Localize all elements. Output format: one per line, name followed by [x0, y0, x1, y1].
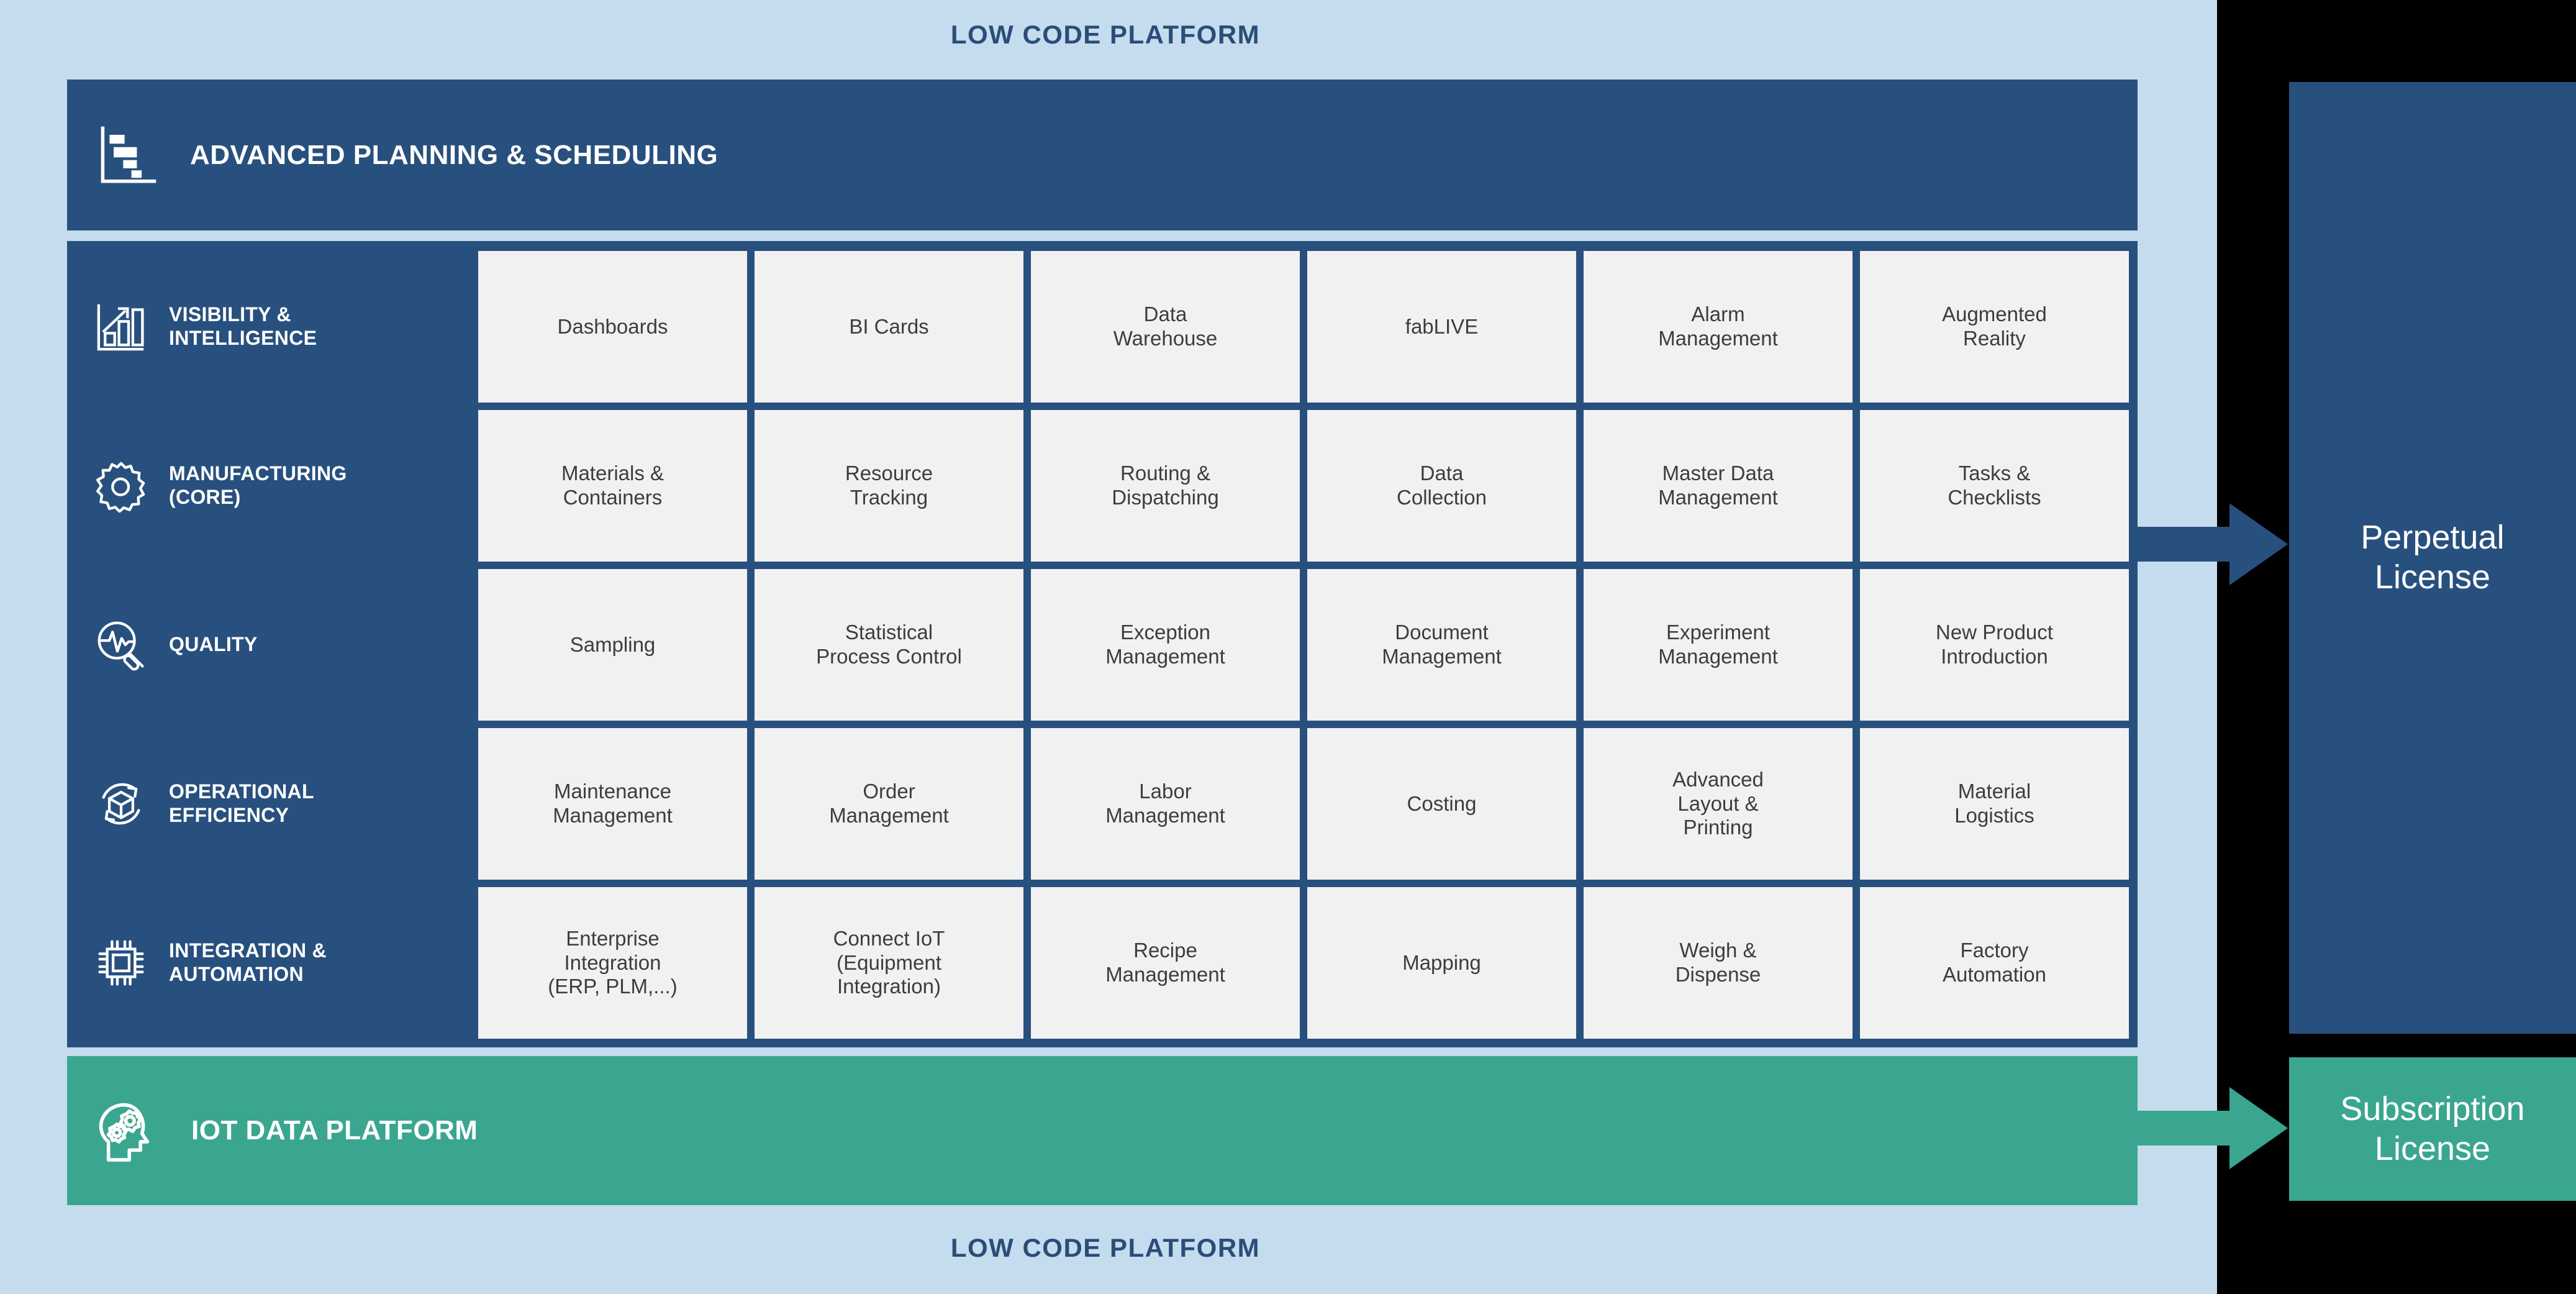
row-header-visibility-intelligence: VISIBILITY & INTELLIGENCE [76, 251, 478, 403]
gantt-chart-icon [93, 121, 161, 189]
perpetual-license-box[interactable]: Perpetual License [2289, 82, 2576, 1034]
row-cards-manufacturing-core: Materials & Containers Resource Tracking… [478, 410, 2129, 562]
card-dashboards[interactable]: Dashboards [478, 251, 747, 403]
card-material-logistics[interactable]: Material Logistics [1860, 728, 2129, 880]
iot-data-platform-label: IOT DATA PLATFORM [191, 1115, 478, 1146]
row-label-integration-automation: INTEGRATION & AUTOMATION [169, 939, 327, 985]
subscription-license-box[interactable]: Subscription License [2289, 1057, 2576, 1201]
capability-matrix-panel: VISIBILITY & INTELLIGENCE Dashboards BI … [67, 241, 2138, 1047]
card-sampling[interactable]: Sampling [478, 569, 747, 721]
card-resource-tracking[interactable]: Resource Tracking [755, 410, 1023, 562]
card-enterprise-integration[interactable]: Enterprise Integration (ERP, PLM,...) [478, 887, 747, 1039]
card-experiment-management[interactable]: Experiment Management [1584, 569, 1853, 721]
card-advanced-layout-printing[interactable]: Advanced Layout & Printing [1584, 728, 1853, 880]
card-labor-management[interactable]: Labor Management [1031, 728, 1300, 880]
row-label-visibility-intelligence: VISIBILITY & INTELLIGENCE [169, 303, 317, 349]
box-recycle-arrows-icon [94, 777, 148, 831]
card-exception-management[interactable]: Exception Management [1031, 569, 1300, 721]
card-new-product-introduction[interactable]: New Product Introduction [1860, 569, 2129, 721]
card-routing-dispatching[interactable]: Routing & Dispatching [1031, 410, 1300, 562]
advanced-planning-scheduling-bar[interactable]: ADVANCED PLANNING & SCHEDULING [67, 80, 2138, 230]
row-label-manufacturing-core: MANUFACTURING (CORE) [169, 462, 347, 508]
matrix-row-quality: QUALITY Sampling Statistical Process Con… [76, 569, 2129, 721]
arrow-to-perpetual-license-icon [2136, 503, 2288, 585]
card-maintenance-management[interactable]: Maintenance Management [478, 728, 747, 880]
row-header-manufacturing-core: MANUFACTURING (CORE) [76, 410, 478, 562]
matrix-row-operational-efficiency: OPERATIONAL EFFICIENCY Maintenance Manag… [76, 728, 2129, 880]
advanced-planning-scheduling-label: ADVANCED PLANNING & SCHEDULING [190, 139, 719, 170]
card-factory-automation[interactable]: Factory Automation [1860, 887, 2129, 1039]
card-recipe-management[interactable]: Recipe Management [1031, 887, 1300, 1039]
row-label-quality: QUALITY [169, 633, 258, 656]
row-header-quality: QUALITY [76, 569, 478, 721]
iot-data-platform-bar[interactable]: IOT DATA PLATFORM [67, 1056, 2138, 1205]
matrix-row-visibility-intelligence: VISIBILITY & INTELLIGENCE Dashboards BI … [76, 251, 2129, 403]
card-data-warehouse[interactable]: Data Warehouse [1031, 251, 1300, 403]
row-header-operational-efficiency: OPERATIONAL EFFICIENCY [76, 728, 478, 880]
card-costing[interactable]: Costing [1307, 728, 1576, 880]
row-cards-operational-efficiency: Maintenance Management Order Management … [478, 728, 2129, 880]
card-connect-iot[interactable]: Connect IoT (Equipment Integration) [755, 887, 1023, 1039]
row-header-integration-automation: INTEGRATION & AUTOMATION [76, 887, 478, 1039]
bar-chart-growth-icon [94, 300, 148, 353]
microchip-icon [94, 936, 148, 990]
row-label-operational-efficiency: OPERATIONAL EFFICIENCY [169, 780, 314, 826]
card-bi-cards[interactable]: BI Cards [755, 251, 1023, 403]
gear-icon [94, 459, 148, 513]
card-tasks-checklists[interactable]: Tasks & Checklists [1860, 410, 2129, 562]
magnifier-pulse-icon [94, 618, 148, 672]
card-alarm-management[interactable]: Alarm Management [1584, 251, 1853, 403]
arrow-to-subscription-license-icon [2136, 1087, 2288, 1169]
card-master-data-management[interactable]: Master Data Management [1584, 410, 1853, 562]
row-cards-quality: Sampling Statistical Process Control Exc… [478, 569, 2129, 721]
card-order-management[interactable]: Order Management [755, 728, 1023, 880]
matrix-row-integration-automation: INTEGRATION & AUTOMATION Enterprise Inte… [76, 887, 2129, 1039]
low-code-platform-caption-bottom: LOW CODE PLATFORM [950, 1233, 1261, 1262]
card-weigh-dispense[interactable]: Weigh & Dispense [1584, 887, 1853, 1039]
card-materials-containers[interactable]: Materials & Containers [478, 410, 747, 562]
card-statistical-process-control[interactable]: Statistical Process Control [755, 569, 1023, 721]
card-fablive[interactable]: fabLIVE [1307, 251, 1576, 403]
card-data-collection[interactable]: Data Collection [1307, 410, 1576, 562]
low-code-platform-caption-top: LOW CODE PLATFORM [950, 20, 1261, 49]
card-document-management[interactable]: Document Management [1307, 569, 1576, 721]
card-mapping[interactable]: Mapping [1307, 887, 1576, 1039]
row-cards-visibility-intelligence: Dashboards BI Cards Data Warehouse fabLI… [478, 251, 2129, 403]
head-with-gears-icon [93, 1096, 163, 1165]
row-cards-integration-automation: Enterprise Integration (ERP, PLM,...) Co… [478, 887, 2129, 1039]
matrix-row-manufacturing-core: MANUFACTURING (CORE) Materials & Contain… [76, 410, 2129, 562]
card-augmented-reality[interactable]: Augmented Reality [1860, 251, 2129, 403]
